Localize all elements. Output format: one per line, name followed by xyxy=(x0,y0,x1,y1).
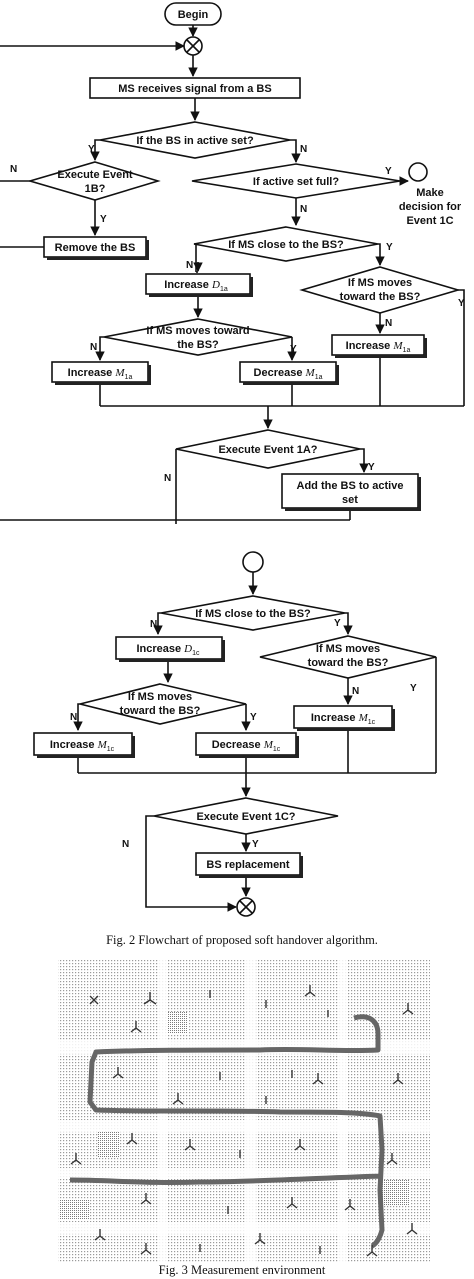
make-decision-label-1: Make xyxy=(416,187,444,199)
yes-label: Y xyxy=(410,683,417,694)
increase-d-label: Increase D1a xyxy=(164,279,228,293)
junction-top xyxy=(183,36,203,56)
ms-moves-right-label-2: toward the BS? xyxy=(340,291,421,303)
ms-moves-left-label-1: If MS moves toward xyxy=(146,325,249,337)
active-set-decision xyxy=(99,121,291,159)
add-bs-label-2: set xyxy=(342,494,358,506)
no-label: N xyxy=(150,619,157,630)
ms-moves-right-label-1: If MS moves xyxy=(348,277,412,289)
flowchart-top: Begin MS receives signal from a BS If th… xyxy=(0,2,465,524)
ms-moves-bottom-right-label-1: If MS moves xyxy=(316,643,380,655)
decrease-m-label: Decrease M1a xyxy=(254,367,323,381)
active-set-decision-label: If the BS in active set? xyxy=(136,135,254,147)
increase-m-bottom-left-label: Increase M1c xyxy=(50,739,115,753)
increase-m-left-label: Increase M1a xyxy=(68,367,133,381)
flowchart-bottom: If MS close to the BS? N Y Increase D1c … xyxy=(33,551,437,917)
yes-label: Y xyxy=(458,298,465,309)
ms-close-label: If MS close to the BS? xyxy=(228,239,344,251)
no-label: N xyxy=(90,342,97,353)
make-decision-label-2: decision for xyxy=(399,201,462,213)
yes-label: Y xyxy=(334,618,341,629)
yes-label: Y xyxy=(88,144,95,155)
begin-label: Begin xyxy=(178,9,209,21)
base-stations xyxy=(70,985,418,1257)
execute-1a-label: Execute Event 1A? xyxy=(218,444,317,456)
yes-label: Y xyxy=(250,712,257,723)
ms-moves-decision-right xyxy=(299,266,461,314)
ms-close-bottom-label: If MS close to the BS? xyxy=(195,608,311,620)
yes-label: Y xyxy=(252,839,259,850)
decrease-m-bottom-label: Decrease M1c xyxy=(212,739,281,753)
no-label: N xyxy=(300,144,307,155)
no-label: N xyxy=(10,164,17,175)
fig3-caption: Fig. 3 Measurement environment xyxy=(159,1263,326,1277)
start-terminal-bottom xyxy=(242,551,264,573)
bs-replacement-label: BS replacement xyxy=(206,859,289,871)
increase-m-bottom-right-label: Increase M1c xyxy=(311,712,376,726)
yes-label: Y xyxy=(385,166,392,177)
execute-1a-decision xyxy=(175,429,361,469)
measurement-map xyxy=(58,960,430,1262)
ms-moves-bottom-left-label-2: toward the BS? xyxy=(120,705,201,717)
yes-label: Y xyxy=(100,214,107,225)
execute-1b-label-2: 1B? xyxy=(85,183,106,195)
no-label: N xyxy=(164,473,171,484)
no-label: N xyxy=(352,686,359,697)
ms-close-decision-bottom xyxy=(160,595,346,631)
no-label: N xyxy=(385,318,392,329)
remove-bs-label: Remove the BS xyxy=(55,242,136,254)
ms-close-decision xyxy=(193,226,379,262)
increase-d-bottom-label: Increase D1c xyxy=(136,643,200,657)
fig2-caption: Fig. 2 Flowchart of proposed soft handov… xyxy=(106,933,378,947)
yes-label: Y xyxy=(368,462,375,473)
no-label: N xyxy=(300,204,307,215)
measurement-route xyxy=(69,1014,385,1249)
make-decision-label-3: Event 1C xyxy=(406,215,453,227)
no-label: N xyxy=(122,839,129,850)
active-full-label: If active set full? xyxy=(253,176,339,188)
ms-moves-bottom-right-label-2: toward the BS? xyxy=(308,657,389,669)
ms-moves-bottom-left-label-1: If MS moves xyxy=(128,691,192,703)
ms-moves-decision-left xyxy=(103,318,293,356)
add-bs-label-1: Add the BS to active xyxy=(297,480,404,492)
ms-receives-label: MS receives signal from a BS xyxy=(118,83,271,95)
make-decision-terminal xyxy=(408,162,428,182)
no-label: N xyxy=(186,260,193,271)
ms-moves-left-label-2: the BS? xyxy=(177,339,219,351)
increase-m-right-label: Increase M1a xyxy=(346,340,411,354)
no-label: N xyxy=(70,712,77,723)
execute-1b-label-1: Execute Event xyxy=(57,169,133,181)
yes-label: Y xyxy=(386,242,393,253)
execute-1c-label: Execute Event 1C? xyxy=(196,811,295,823)
ms-moves-decision-bottom-left xyxy=(79,683,247,725)
junction-end xyxy=(236,897,256,917)
yes-label: Y xyxy=(290,344,297,355)
